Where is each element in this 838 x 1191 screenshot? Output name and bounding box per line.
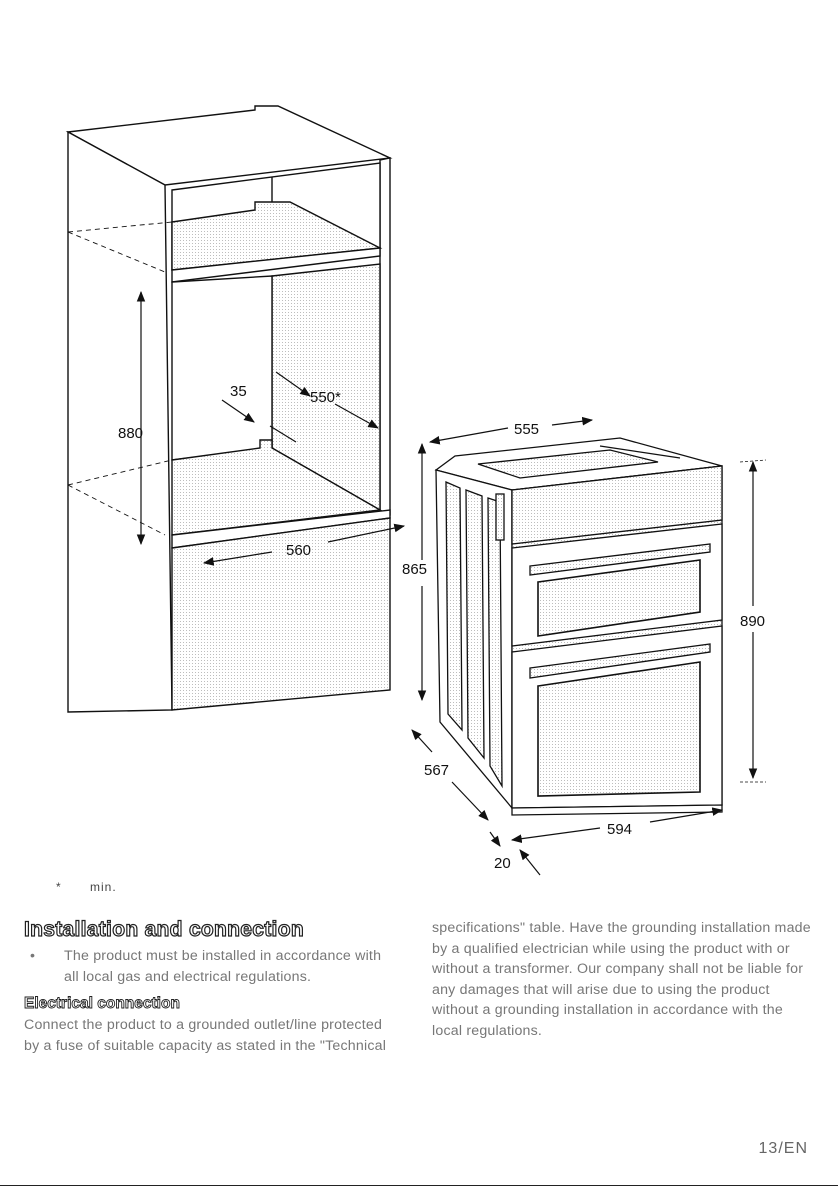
bullet-marker: •	[30, 948, 36, 964]
bottom-rule	[0, 1185, 838, 1186]
dim-oven-depth: 567	[424, 762, 449, 779]
dim-cabinet-depth: 550*	[310, 389, 341, 406]
installation-dimension-diagram: 880 550* 35 560	[65, 105, 767, 876]
dim-oven-width: 594	[607, 821, 632, 838]
dim-shelf-gap: 35	[230, 383, 247, 400]
oven-drawing	[434, 437, 723, 816]
footnote: * min.	[56, 880, 117, 894]
footnote-text: min.	[90, 880, 117, 894]
dim-cabinet-width: 560	[286, 542, 311, 559]
section-title: Installation and connection	[23, 917, 304, 941]
text-column-left: Installation and connection • The produc…	[23, 917, 399, 1056]
oven-dimension-lines	[411, 416, 767, 876]
subsection-title: Electrical connection	[24, 995, 181, 1013]
cabinet-drawing	[65, 105, 393, 713]
text-column-right: specifications" table. Have the groundin…	[432, 918, 817, 1041]
dim-cabinet-height: 880	[118, 425, 143, 442]
dim-oven-body-height: 865	[402, 561, 427, 578]
dim-oven-front-height: 890	[740, 613, 765, 630]
bullet-item: • The product must be installed in accor…	[24, 946, 399, 987]
paragraph-right: specifications" table. Have the groundin…	[432, 920, 811, 1039]
paragraph-left: Connect the product to a grounded outlet…	[24, 1017, 387, 1054]
dim-oven-top-depth: 555	[514, 421, 539, 438]
cabinet-dimension-lines	[136, 290, 406, 566]
footnote-marker: *	[56, 880, 62, 894]
page-number: 13/EN	[758, 1140, 808, 1157]
bullet-text: The product must be installed in accorda…	[64, 948, 382, 985]
dim-door-thickness: 20	[494, 855, 511, 872]
